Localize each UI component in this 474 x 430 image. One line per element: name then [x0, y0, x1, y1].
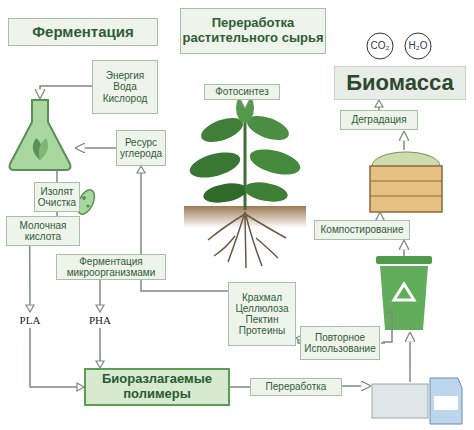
connector-arrow	[230, 387, 250, 388]
material-box: Крахмал Целлюлоза Пектин Протеины	[228, 282, 296, 346]
process-box: Переработка	[250, 378, 342, 396]
compost-icon	[370, 152, 442, 212]
recycle-bin-icon	[376, 256, 432, 330]
connector-arrow	[375, 100, 383, 110]
process-box: Компостирование	[314, 220, 410, 240]
arrow-head	[26, 305, 34, 312]
heading-box: Биомасса	[334, 66, 466, 100]
package-icon	[372, 378, 462, 424]
node-text: Повторное Использование	[301, 332, 379, 354]
node-text: Биомасса	[346, 71, 454, 96]
chemical-label: CO₂	[366, 38, 394, 54]
connector-line	[30, 328, 84, 387]
arrow-head	[96, 305, 104, 312]
connector-arrow	[26, 246, 34, 312]
process-box: Деградация	[340, 110, 418, 130]
node-text: PLA	[20, 314, 41, 326]
plant-illustration	[184, 93, 306, 268]
heading-box: Переработка растительного сырья	[180, 8, 326, 54]
heading-box: Ферментация	[8, 18, 158, 46]
connector-line	[29, 246, 31, 312]
process-box: Повторное Использование	[300, 326, 380, 360]
node-text: Переработка	[266, 381, 327, 392]
process-box: Фотосинтез	[204, 84, 280, 100]
polymer-name: PLA	[12, 312, 48, 328]
connector-arrow	[30, 328, 84, 391]
arrow-head	[137, 166, 145, 173]
process-box: Ферментация микроорганизмами	[56, 254, 166, 280]
product-box: Молочная кислота	[6, 216, 80, 246]
polymer-name: PHA	[82, 312, 118, 328]
connector-line	[230, 386, 250, 388]
result-box: Биоразлагаемые полимеры	[84, 368, 230, 406]
process-box: Ресурс углерода	[116, 130, 166, 166]
node-text: Биоразлагаемые полимеры	[86, 372, 228, 401]
node-text: Переработка растительного сырья	[181, 16, 325, 45]
input-box: Энергия Вода Кислород	[92, 60, 158, 114]
arrow-head	[77, 383, 84, 391]
connector-arrow	[96, 328, 104, 368]
flask-icon	[10, 100, 71, 170]
connector-line	[99, 328, 101, 368]
node-text: Ферментация микроорганизмами	[57, 256, 165, 278]
node-text: Крахмал Целлюлоза Пектин Протеины	[229, 292, 295, 337]
node-text: Молочная кислота	[7, 220, 79, 242]
node-text: Изолят Очистка	[35, 186, 79, 208]
arrow-head	[375, 100, 383, 107]
node-text: Компостирование	[321, 224, 404, 235]
node-text: Фотосинтез	[215, 86, 268, 97]
process-box: Изолят Очистка	[34, 182, 80, 212]
chemical-label: H₂O	[404, 38, 432, 54]
node-text: Энергия Вода Кислород	[93, 70, 157, 104]
node-text: Деградация	[351, 114, 406, 125]
node-text: PHA	[89, 314, 111, 326]
connector-line	[99, 280, 101, 312]
node-text: Ферментация	[32, 24, 134, 41]
arrow-head	[96, 361, 104, 368]
connector-line	[378, 100, 380, 110]
node-text: Ресурс углерода	[117, 137, 165, 159]
connector-arrow	[96, 280, 104, 312]
